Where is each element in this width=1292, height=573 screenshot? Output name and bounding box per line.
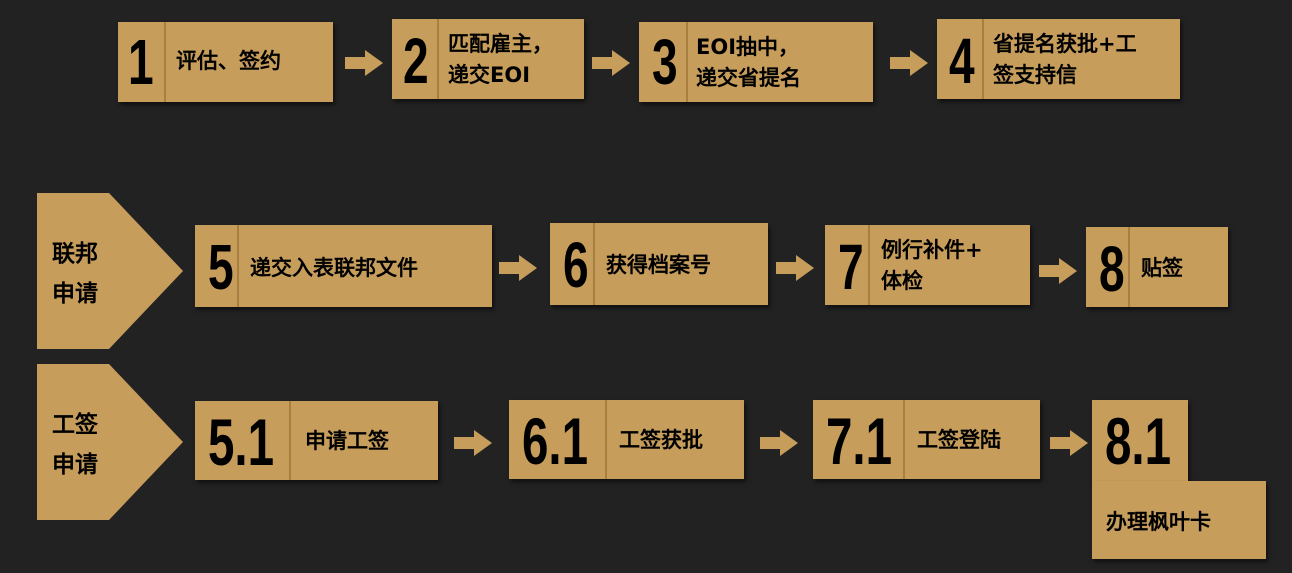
arrow-right-icon (776, 255, 814, 281)
step-number: 7.1 (826, 404, 893, 478)
step-1-box: 1 评估、签约 (118, 22, 333, 102)
step-number: 2 (403, 25, 429, 97)
track-title-federal: 联邦 申请 (52, 241, 98, 307)
track-title-work-permit: 工签 申请 (52, 412, 98, 478)
step-number: 1 (128, 26, 154, 98)
arrow-right-icon (592, 50, 630, 76)
step-divider (1128, 227, 1130, 307)
step-label: 办理枫叶卡 (1106, 510, 1211, 534)
arrow-right-icon (890, 50, 928, 76)
step-5-box: 5 递交入表联邦文件 (195, 225, 492, 307)
step-label: 评估、签约 (176, 49, 281, 73)
arrow-right-icon (454, 430, 492, 456)
step-number: 6 (563, 229, 589, 301)
step-8-box: 8 贴签 (1086, 227, 1228, 307)
step-2-box: 2 匹配雇主， 递交EOI (392, 19, 584, 99)
step-6-1-box: 6.1 工签获批 (509, 400, 744, 479)
step-label: 匹配雇主， 递交EOI (448, 32, 553, 87)
step-4-box: 4 省提名获批+工 签支持信 (937, 19, 1180, 99)
step-divider (593, 223, 595, 305)
step-5-1-box: 5.1 申请工签 (195, 401, 438, 480)
step-divider (903, 400, 905, 479)
step-3-box: 3 EOI抽中， 递交省提名 (639, 22, 873, 102)
step-label: 工签获批 (619, 428, 703, 452)
step-label: 递交入表联邦文件 (250, 256, 418, 280)
step-label: 例行补件+ 体检 (881, 238, 983, 293)
step-number: 8.1 (1105, 404, 1172, 478)
step-divider (982, 19, 984, 99)
step-number: 6.1 (522, 404, 589, 478)
step-label: 贴签 (1141, 256, 1183, 280)
step-label: 省提名获批+工 签支持信 (993, 32, 1137, 87)
arrow-right-icon (499, 255, 537, 281)
arrow-right-icon (345, 50, 383, 76)
step-7-1-box: 7.1 工签登陆 (813, 400, 1040, 479)
step-number: 7 (838, 231, 864, 303)
track-chevron-federal (37, 193, 183, 349)
step-label: 工签登陆 (917, 428, 1001, 452)
step-label: EOI抽中， 递交省提名 (696, 35, 801, 90)
step-divider (686, 22, 688, 102)
track-chevron-work-permit (37, 364, 183, 520)
step-divider (237, 225, 239, 307)
step-divider (868, 225, 870, 305)
step-divider (289, 401, 291, 480)
step-number: 3 (652, 26, 678, 98)
step-number: 5.1 (208, 405, 275, 479)
step-label: 获得档案号 (606, 253, 711, 277)
step-8-1-number-box: 8.1 (1092, 400, 1188, 481)
step-7-box: 7 例行补件+ 体检 (825, 225, 1030, 305)
arrow-right-icon (1050, 430, 1088, 456)
step-number: 4 (949, 25, 975, 97)
step-6-box: 6 获得档案号 (550, 223, 768, 305)
step-number: 5 (208, 231, 234, 303)
arrow-right-icon (1039, 258, 1077, 284)
step-8-1-label-box: 办理枫叶卡 (1092, 481, 1266, 559)
step-divider (437, 19, 439, 99)
step-label: 申请工签 (305, 429, 389, 453)
step-divider (164, 22, 166, 102)
arrow-right-icon (760, 430, 798, 456)
step-number: 8 (1099, 233, 1125, 305)
step-divider (605, 400, 607, 479)
